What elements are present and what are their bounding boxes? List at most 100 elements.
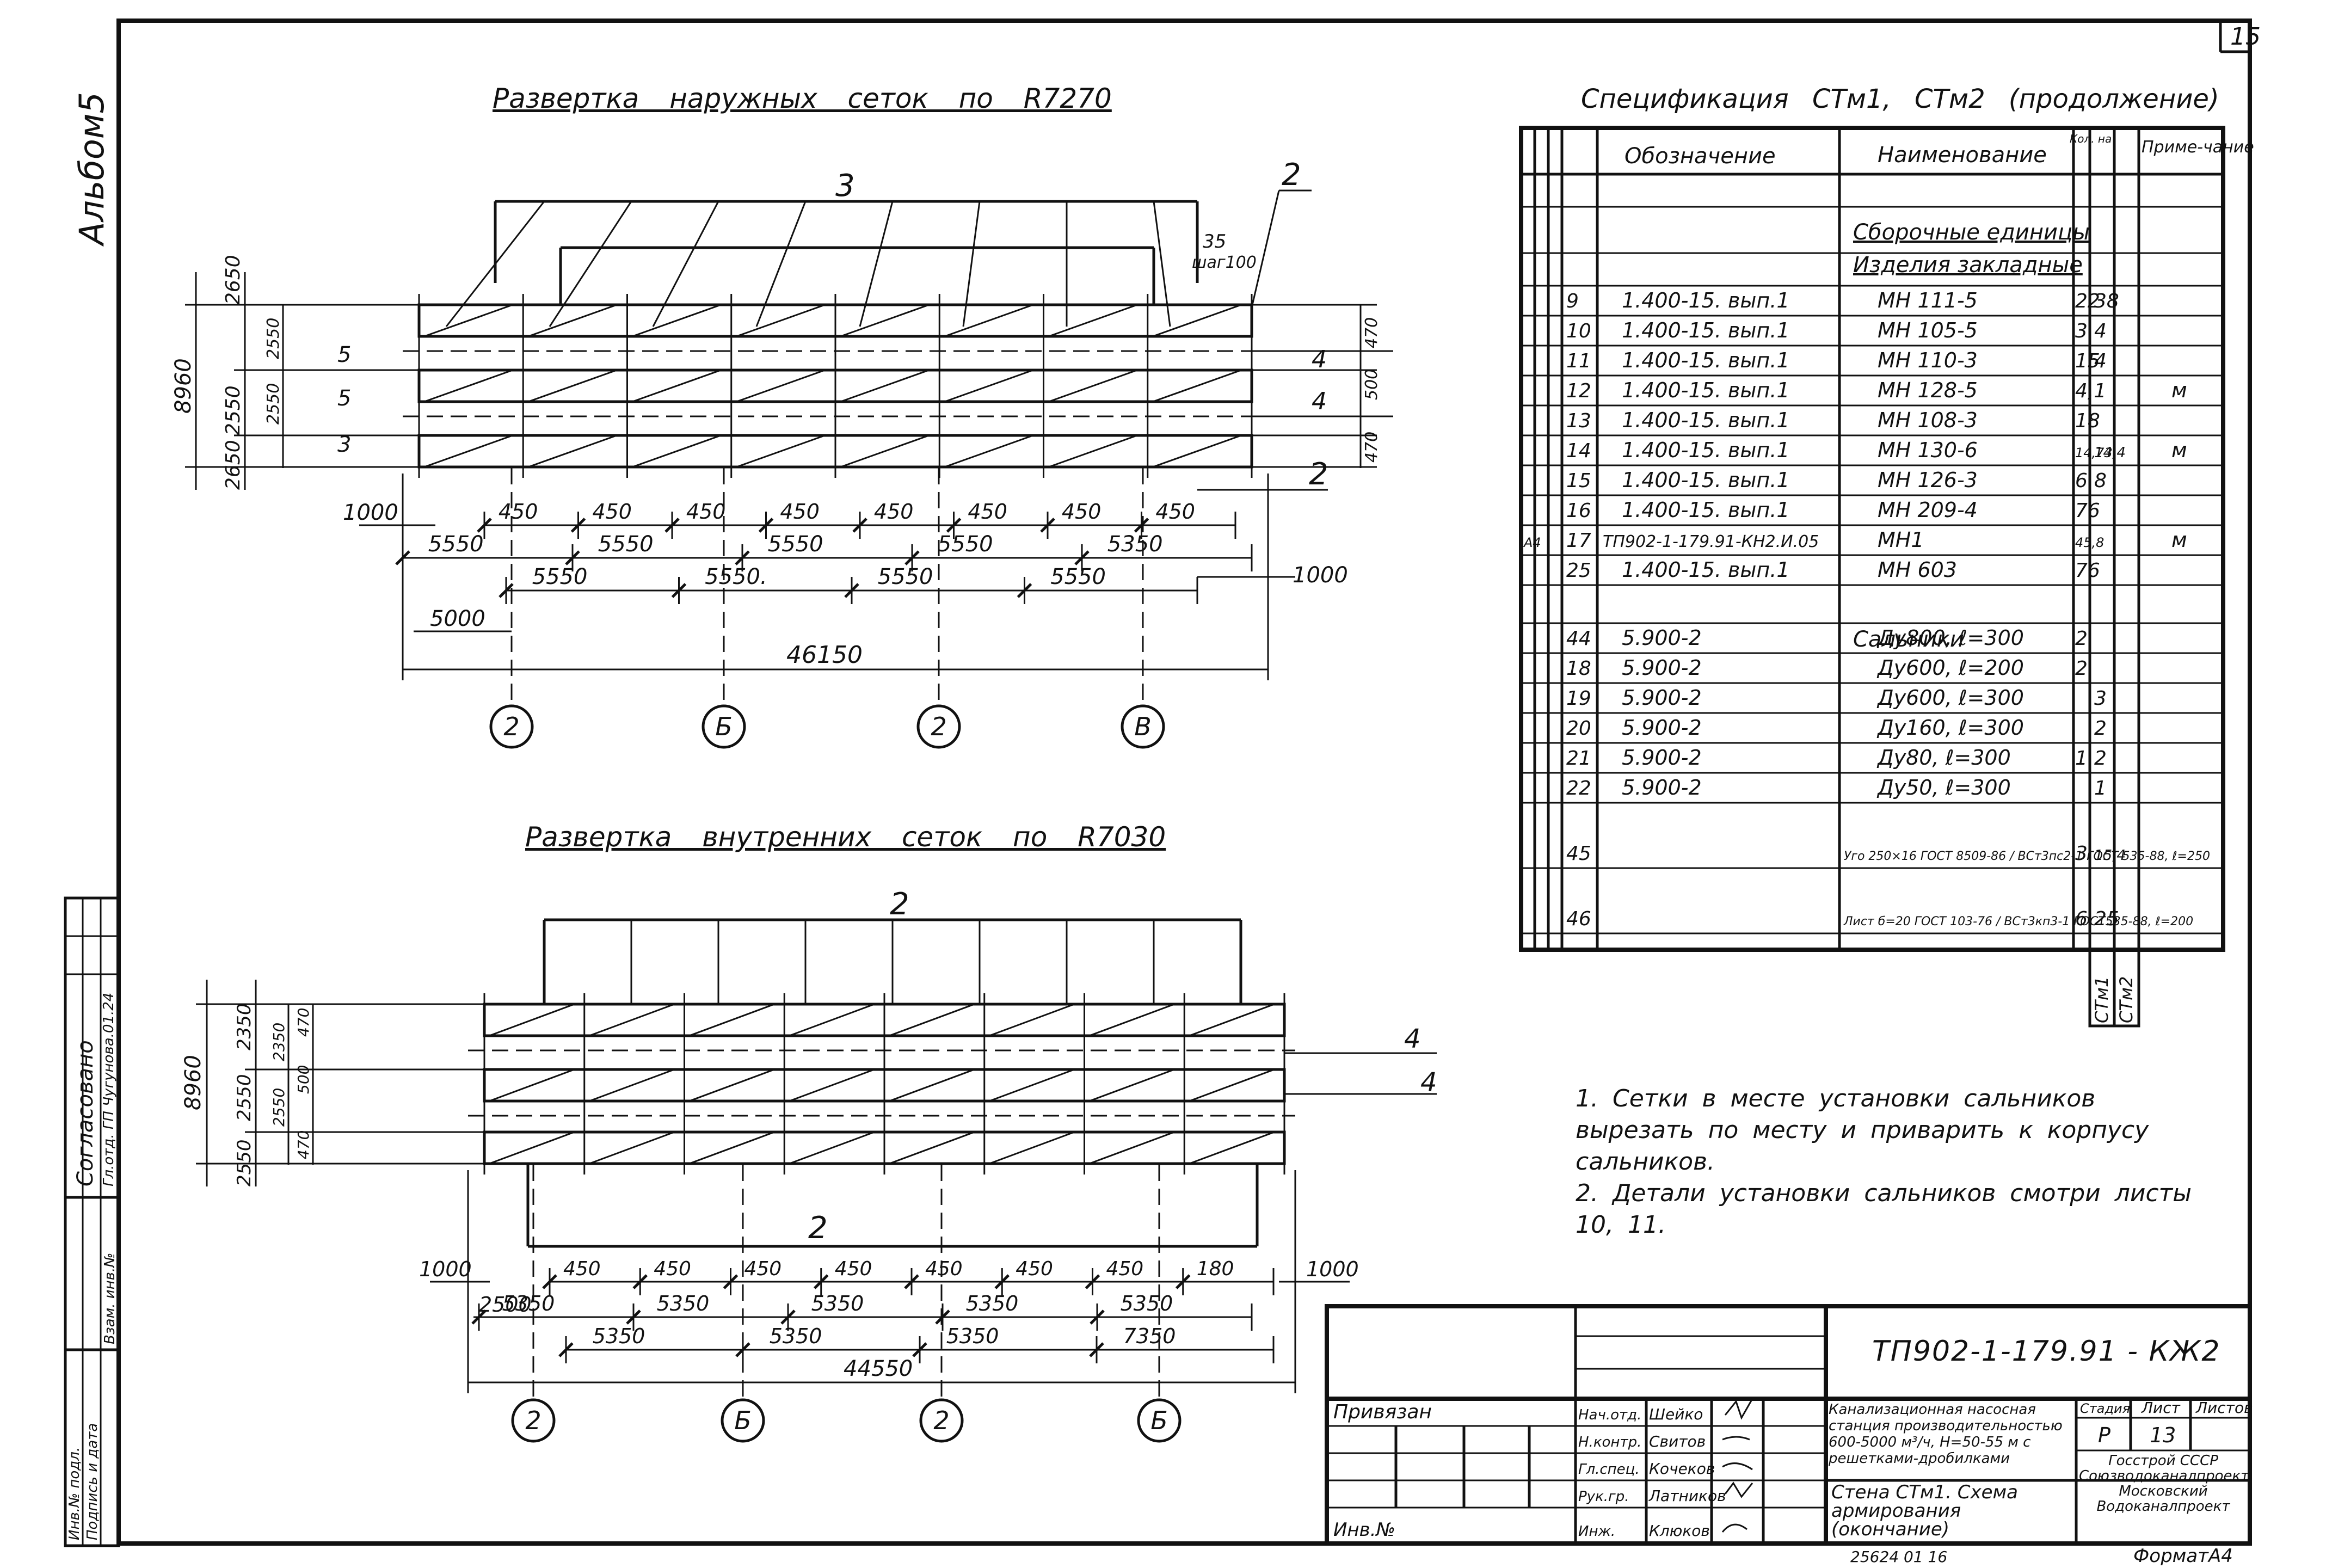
axis-circle — [919, 1398, 964, 1443]
spec-pos: 45 — [1566, 843, 1591, 865]
role-name: Клюков — [1649, 1522, 1710, 1540]
spec-col-name: Наименование — [1878, 143, 2047, 168]
inner-span-a-label: 5350 — [502, 1292, 555, 1315]
inner-span-b-label: 7350 — [1123, 1324, 1176, 1348]
inner-span-a-slash — [935, 1309, 950, 1325]
outer-gap-label: 450 — [499, 500, 538, 524]
axis-circle — [489, 704, 534, 749]
spec-name: МН 603 — [1878, 558, 1957, 582]
inner-mark-bottom: 2 — [808, 1210, 828, 1246]
spec-designation: 5.900-2 — [1622, 686, 1702, 710]
spec-designation: 5.900-2 — [1622, 626, 1702, 650]
spec-q2: 25 — [2094, 908, 2119, 930]
title-roles: Нач.отд.ШейкоН.контр.СвитовГл.спец.Кочек… — [1576, 1405, 1826, 1540]
bar-diagonal — [528, 304, 617, 337]
spec-q2: 14,4 — [2094, 445, 2126, 461]
outer-total-width: 46150 — [786, 641, 863, 669]
axis-label: Б — [1150, 1406, 1168, 1435]
bar-diagonal — [1189, 1003, 1275, 1037]
spec-name: МН 111-5 — [1878, 288, 1978, 312]
spec-designation: 1.400-15. вып.1 — [1622, 348, 1790, 372]
outer-gap-label: 450 — [686, 500, 726, 524]
outer-mark-right-2: 4 — [1312, 388, 1327, 415]
title-sheets-h: Листов — [2195, 1399, 2253, 1417]
spec-q2: 8 — [2094, 470, 2107, 492]
spec-q1: 22 — [2075, 290, 2100, 312]
note-1: 1. Сетки в месте установки сальников выр… — [1576, 1085, 2149, 1176]
axis-label: В — [1134, 712, 1152, 741]
spec-q1: 3 — [2075, 320, 2088, 342]
outer-span-a-slash — [565, 550, 580, 565]
spec-pos: 21 — [1566, 747, 1591, 770]
outer-span-b-slash — [499, 583, 514, 598]
spec-section-assembly: Сборочные единицы — [1853, 220, 2090, 245]
spec-q2: 3 — [2094, 687, 2107, 710]
axis-circle — [1121, 704, 1165, 749]
spec-q2: 1 — [2094, 777, 2107, 800]
outer-row-left-1: 2650 — [222, 255, 244, 305]
axis-circle — [916, 704, 961, 749]
outer-gap-slash — [570, 518, 586, 533]
spec-pos: 25 — [1566, 559, 1591, 582]
bar-diagonal — [1089, 1003, 1175, 1037]
spec-pos: 10 — [1566, 320, 1591, 342]
spec-pos: 14 — [1566, 440, 1591, 462]
spec-pos: 17 — [1566, 530, 1591, 552]
inner-gap-label: 450 — [925, 1258, 963, 1280]
inner-right-leaders — [1284, 1052, 1437, 1095]
inner-span-b-slash — [1089, 1342, 1104, 1357]
bar-diagonal — [789, 1068, 875, 1102]
spec-name: Уго 250×16 ГОСТ 8509-86 / ВСт3пс2-1 ГОСТ… — [1844, 850, 2210, 863]
spec-section-embedded: Изделия закладные — [1853, 253, 2083, 278]
bar-diagonal — [736, 304, 826, 337]
spec-q1: 4,1 — [2075, 380, 2106, 402]
outer-mark-left-1: 5 — [337, 342, 351, 367]
axis-circle — [1137, 1398, 1182, 1443]
title-stage: Р — [2098, 1423, 2110, 1447]
inner-span-b-label: 5350 — [593, 1324, 645, 1348]
bar-diagonal — [789, 1131, 875, 1165]
inner-gap-label: 450 — [835, 1258, 872, 1280]
bar-diagonal — [1152, 434, 1242, 468]
spec-col-designation: Обозначение — [1624, 144, 1776, 169]
outer-span-a-label: 5550 — [428, 532, 484, 557]
bar-diagonal — [528, 369, 617, 403]
bar-leader — [549, 201, 632, 327]
axis-label: 2 — [931, 712, 946, 741]
spec-footer-frame — [2088, 948, 2140, 1028]
bar-diagonal — [424, 304, 513, 337]
title-stage-h: Стадия — [2080, 1401, 2130, 1416]
role-label: Инж. — [1578, 1523, 1615, 1540]
spec-designation: 1.400-15. вып.1 — [1622, 378, 1790, 402]
spec-q1: 2 — [2075, 628, 2088, 650]
outer-gap-label: 450 — [1062, 500, 1102, 524]
bar-diagonal — [1189, 1068, 1275, 1102]
outer-step-label-1: 35 — [1203, 231, 1226, 253]
bar-diagonal — [489, 1068, 575, 1102]
spec-name: Ду600, ℓ=300 — [1876, 686, 2024, 710]
inner-span-b-label: 5350 — [770, 1324, 822, 1348]
axis-label: 2 — [503, 712, 519, 741]
spec-designation: 1.400-15. вып.1 — [1622, 318, 1790, 342]
outer-row-right-3: 470 — [1362, 432, 1381, 463]
inner-gap-label: 450 — [654, 1258, 691, 1280]
outer-row-inner-2: 2550 — [264, 383, 283, 425]
bar-diagonal — [1089, 1131, 1175, 1165]
outer-right-offset: 1000 — [1293, 563, 1348, 588]
axis-circle — [702, 704, 746, 749]
inner-gap-slash — [994, 1274, 1010, 1289]
inner-span-a-label: 5350 — [657, 1292, 710, 1315]
axis-circle — [511, 1398, 556, 1443]
outer-gap-label: 450 — [1155, 500, 1195, 524]
spec-pos: 13 — [1566, 410, 1591, 432]
spec-name: МН 108-3 — [1878, 408, 1978, 432]
bar-leader — [962, 201, 981, 327]
format-label: ФорматА4 — [2133, 1545, 2233, 1565]
bar-leader — [755, 201, 807, 327]
bar-diagonal — [689, 1068, 775, 1102]
bar-diagonal — [632, 369, 722, 403]
